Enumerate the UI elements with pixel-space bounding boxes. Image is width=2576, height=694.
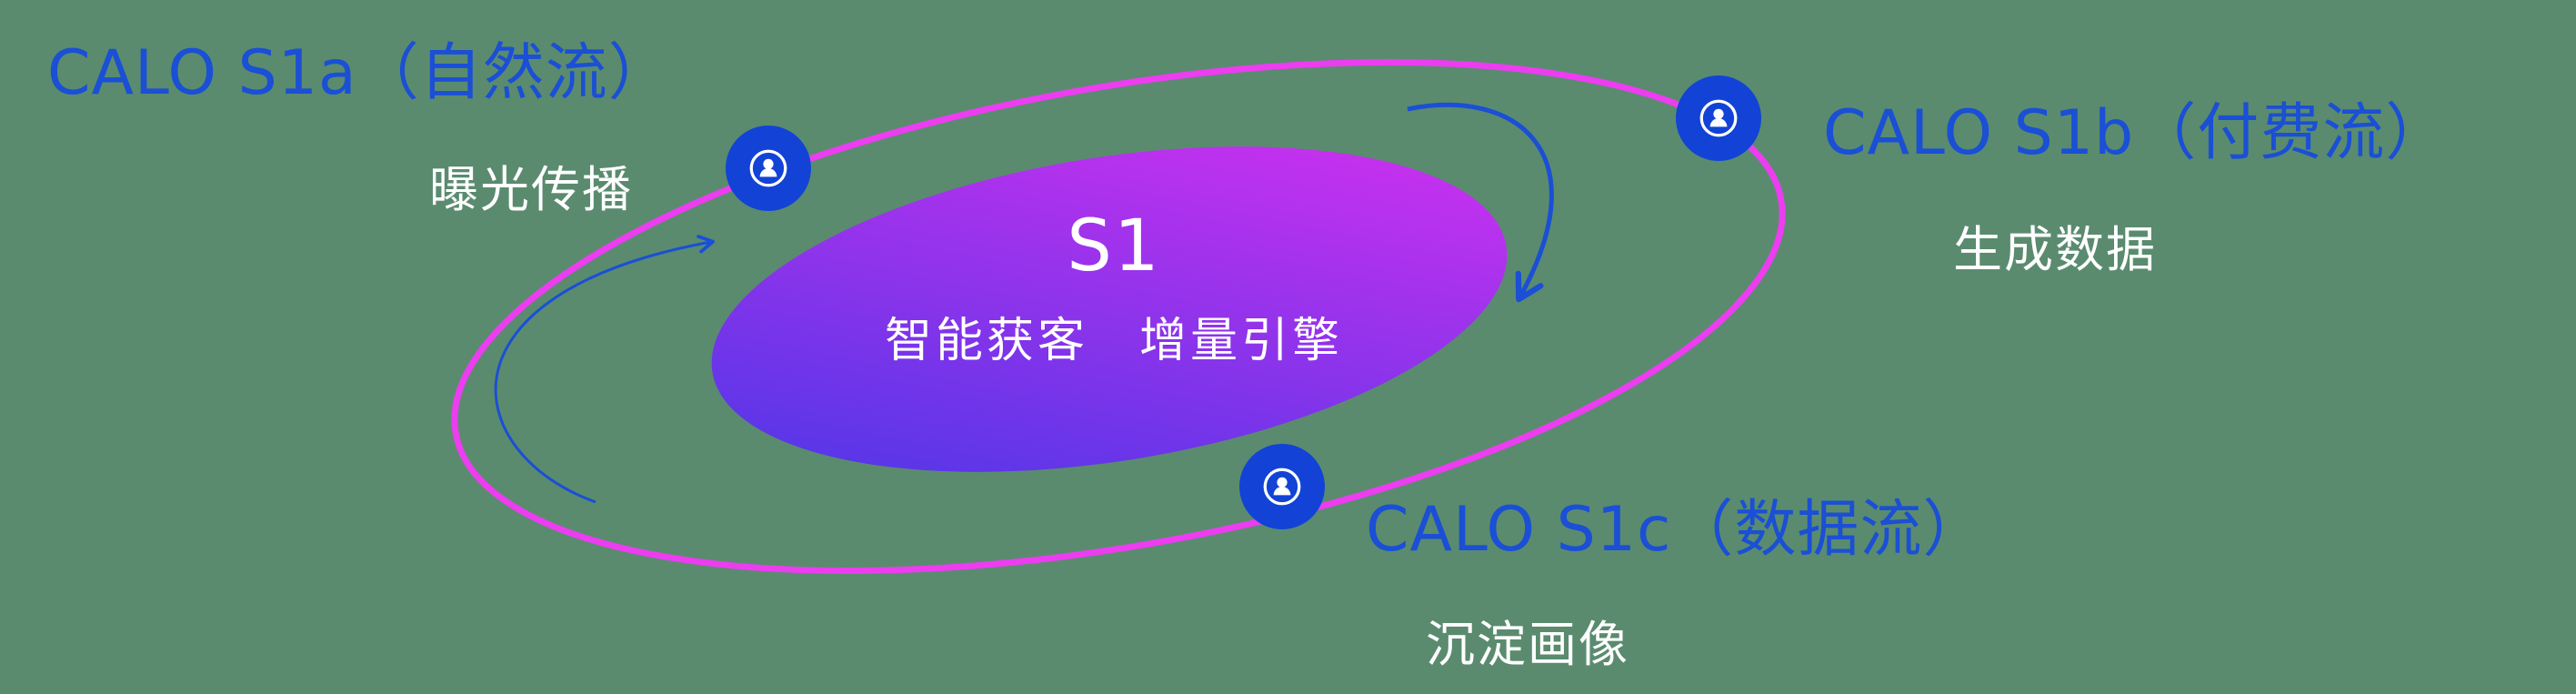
orbit-ring: [451, 59, 1786, 574]
core-text: S1 智能获客 增量引擎: [885, 206, 1343, 370]
core-ellipse: [711, 146, 1508, 472]
label-calo-s1c: CALO S1c（数据流）: [1366, 494, 1986, 566]
user-circle-icon: [1699, 99, 1738, 137]
flow-arrow-left: [494, 235, 715, 504]
core-subtitle: 智能获客 增量引擎: [884, 314, 1344, 368]
node-s1c: [1239, 444, 1325, 529]
label-calo-s1b: CALO S1b（付费流）: [1823, 97, 2449, 169]
node-s1a: [726, 126, 811, 211]
sublabel-calo-s1b: 生成数据: [1953, 221, 2157, 278]
sublabel-calo-s1a: 曝光传播: [429, 161, 633, 218]
node-s1b: [1676, 75, 1761, 161]
label-calo-s1a: CALO S1a（自然流）: [47, 37, 671, 109]
sublabel-calo-s1c: 沉淀画像: [1426, 616, 1629, 673]
user-circle-icon: [1263, 468, 1301, 506]
flow-arrow-right: [1407, 102, 1554, 303]
user-circle-icon: [749, 149, 787, 187]
core-title: S1: [1067, 206, 1161, 287]
